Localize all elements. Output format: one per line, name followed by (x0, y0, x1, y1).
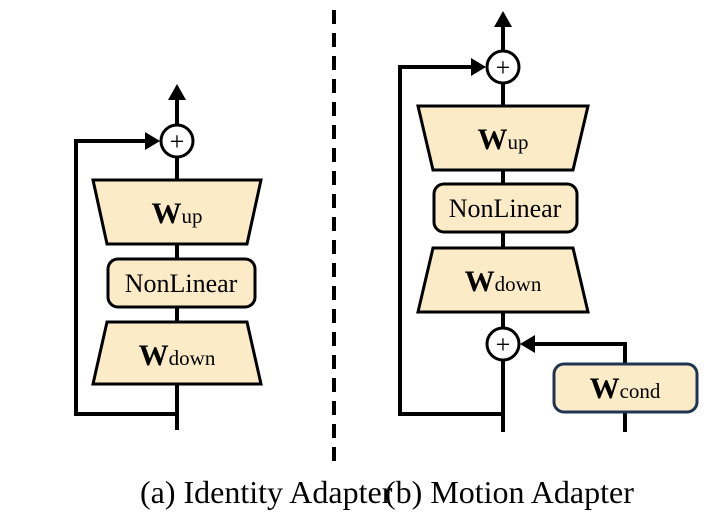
nonlinear-block (432, 182, 579, 234)
skip-arrowhead (145, 132, 160, 150)
caption-motion-adapter: (b) Motion Adapter (385, 474, 634, 510)
w-down-label: Wdown (139, 339, 216, 372)
sum-symbol: + (170, 127, 185, 156)
caption-identity-adapter: (a) Identity Adapter (140, 474, 393, 510)
condition-arrowhead (520, 335, 535, 353)
sum-node-top (485, 49, 521, 85)
sum-node-bottom (485, 326, 521, 362)
w-up-block (416, 104, 590, 172)
nonlinear-label: NonLinear (449, 194, 562, 223)
w-up-label: Wup (478, 123, 529, 156)
w-up-block (91, 178, 263, 246)
w-down-block (416, 246, 590, 314)
condition-connection (533, 342, 627, 366)
w-down-label: Wdown (465, 265, 542, 298)
skip-connection (74, 139, 177, 416)
sum-symbol: + (496, 330, 511, 359)
panel-motion-adapter: + Wup NonLinear Wdown + Wcond (398, 11, 699, 432)
w-cond-label: Wcond (590, 372, 661, 405)
sum-symbol: + (496, 53, 511, 82)
w-up-label: Wup (152, 197, 203, 230)
panel-identity-adapter: + Wup NonLinear Wdown (74, 84, 263, 430)
output-arrowhead (494, 11, 512, 27)
sum-node (159, 123, 195, 159)
w-down-block (91, 320, 263, 386)
nonlinear-block (106, 257, 257, 309)
nonlinear-label: NonLinear (125, 269, 238, 298)
skip-connection (398, 65, 503, 416)
output-arrowhead (168, 84, 186, 100)
skip-arrowhead (471, 58, 486, 76)
w-cond-block (552, 362, 699, 414)
